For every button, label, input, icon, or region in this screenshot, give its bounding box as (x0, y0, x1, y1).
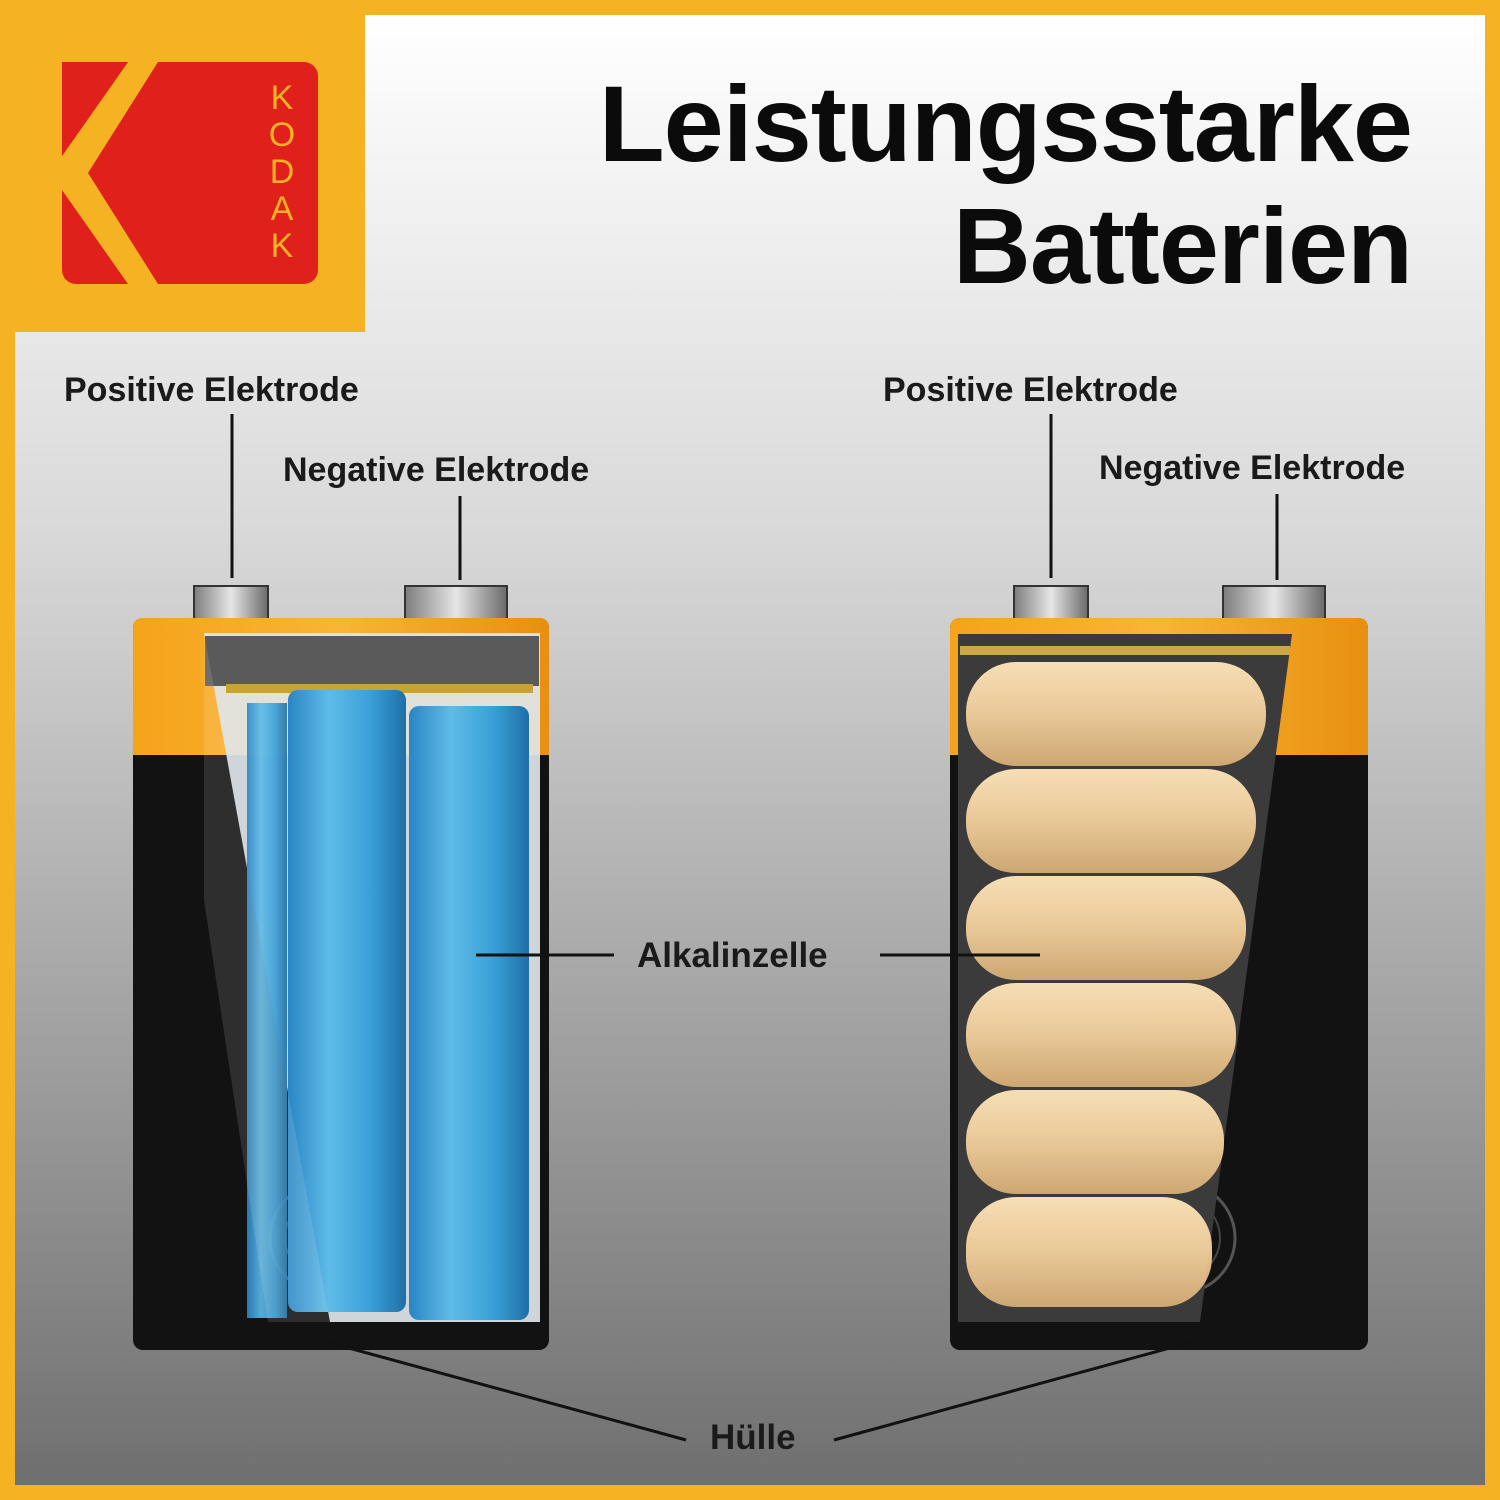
logo-letter: K (270, 227, 294, 265)
logo-letter: A (270, 190, 294, 228)
battery-right (950, 585, 1368, 1350)
battery-left (133, 585, 549, 1350)
positive-terminal-right (1013, 585, 1089, 621)
kodak-logo (62, 62, 318, 284)
logo-letter: K (270, 79, 294, 117)
leader-lines (230, 414, 1279, 1442)
logo-letter: D (269, 153, 295, 191)
title-line-2: Batterien (952, 185, 1413, 306)
negative-terminal-left (404, 585, 508, 621)
label-casing: Hülle (710, 1418, 796, 1457)
negative-terminal-right (1222, 585, 1326, 621)
positive-terminal-left (193, 585, 269, 621)
kodak-wordmark: K O D A K (262, 80, 302, 265)
label-negative-right: Negative Elektrode (1099, 449, 1406, 487)
title-line-1: Leistungsstarke (598, 63, 1413, 184)
label-positive-left: Positive Elektrode (64, 371, 359, 409)
label-negative-left: Negative Elektrode (283, 451, 590, 489)
logo-letter: O (268, 116, 296, 154)
label-positive-right: Positive Elektrode (883, 371, 1178, 409)
label-alkaline-cell: Alkalinzelle (637, 936, 828, 975)
